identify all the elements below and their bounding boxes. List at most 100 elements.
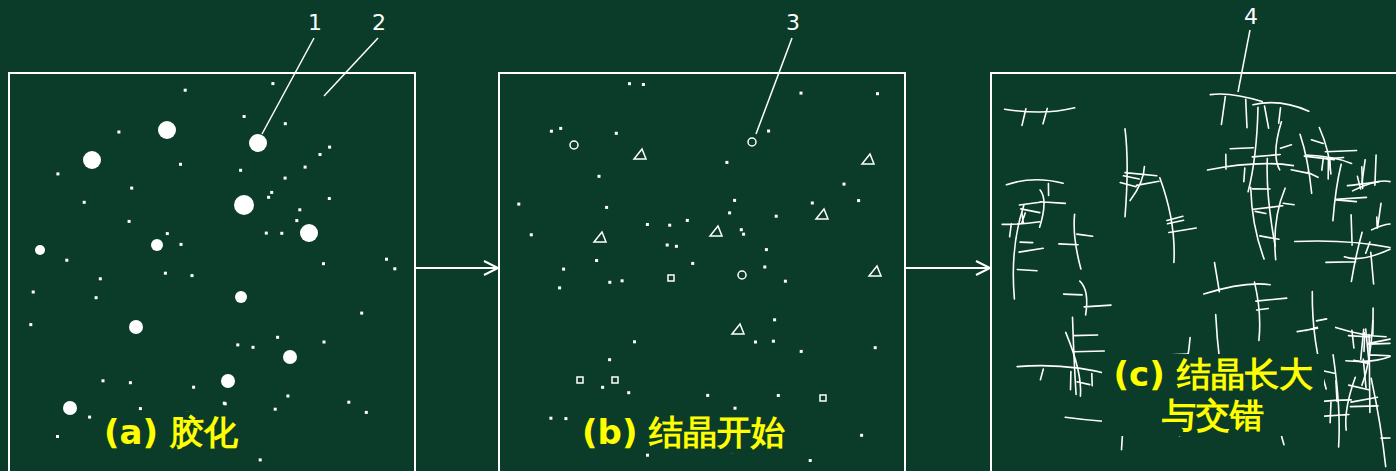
- particle-dot: [784, 280, 787, 283]
- crystal: [1291, 134, 1334, 193]
- particle-dot: [393, 267, 396, 270]
- particle-dot: [128, 220, 131, 223]
- particle-dot: [129, 381, 132, 384]
- particle-dot: [284, 177, 287, 180]
- gel-particle: [249, 134, 267, 152]
- particle-dot: [191, 274, 194, 277]
- crystal: [1349, 321, 1391, 386]
- particle-dot: [347, 401, 350, 404]
- particle-dot: [800, 350, 803, 353]
- particle-dot: [621, 279, 624, 282]
- particle-dot: [56, 172, 59, 175]
- crystal: [1252, 122, 1291, 170]
- particle-dot: [117, 131, 120, 134]
- crystal: [1208, 154, 1294, 182]
- particle-dot: [598, 175, 601, 178]
- crystal: [1064, 281, 1111, 315]
- particle-dot: [319, 153, 322, 156]
- crystal: [1353, 155, 1390, 191]
- callout-number: 2: [372, 12, 386, 34]
- particle-dot: [298, 208, 301, 211]
- gel-particle: [235, 291, 247, 303]
- particle-dot: [280, 232, 283, 235]
- particle-dot: [164, 272, 167, 275]
- crystal: [1230, 107, 1258, 192]
- crystal: [1066, 332, 1090, 396]
- particle-dot: [286, 395, 289, 398]
- particle-dot: [646, 454, 649, 457]
- particle-dot: [773, 318, 776, 321]
- particle-dot: [550, 130, 553, 133]
- particle-dot: [328, 146, 331, 149]
- grown-crystals: [1002, 94, 1390, 467]
- crystal: [1372, 203, 1390, 230]
- particle-dot: [365, 411, 368, 414]
- callout-number: 1: [308, 12, 322, 34]
- particle-dot: [270, 191, 273, 194]
- stage-panel: (c) 结晶长大 与交错: [990, 72, 1396, 471]
- nucleus: [732, 324, 744, 334]
- particle-dot: [725, 161, 728, 164]
- nucleus: [738, 271, 746, 279]
- gel-particle: [234, 195, 254, 215]
- particle-dot: [322, 262, 325, 265]
- particle-dot: [608, 358, 611, 361]
- particle-dot: [595, 259, 598, 262]
- particle-dot: [243, 115, 246, 118]
- particle-dot: [627, 391, 630, 394]
- crystal: [1002, 212, 1040, 236]
- particle-dot: [800, 92, 803, 95]
- particle-dot: [139, 407, 142, 410]
- nucleus: [594, 232, 606, 242]
- gel-particle: [283, 350, 297, 364]
- particle-dot: [742, 233, 745, 236]
- particle-dot: [56, 435, 59, 438]
- particle-dot: [608, 281, 611, 284]
- crystal: [1005, 108, 1075, 126]
- particle-dot: [562, 268, 565, 271]
- stage-label: (a) 胶化: [100, 412, 242, 453]
- particle-dot: [265, 232, 268, 235]
- particle-dot: [843, 183, 846, 186]
- particle-dot: [765, 248, 768, 251]
- nucleus: [634, 149, 646, 159]
- arrow-head: [484, 261, 498, 275]
- crystal: [1311, 128, 1356, 175]
- crystal: [1125, 129, 1157, 217]
- particle-dot: [517, 203, 520, 206]
- crystal: [1204, 263, 1270, 295]
- nucleus: [869, 266, 881, 276]
- gel-particle: [83, 151, 101, 169]
- nucleus: [816, 209, 828, 219]
- particle-dot: [360, 312, 363, 315]
- particle-dot: [860, 434, 863, 437]
- particle-dot: [99, 277, 102, 280]
- particle-dot: [754, 341, 757, 344]
- crystal: [1160, 178, 1196, 263]
- crystal-nuclei: [570, 138, 881, 401]
- flow-arrow: [416, 261, 498, 275]
- particle-dot: [184, 89, 187, 92]
- gel-particle: [63, 401, 77, 415]
- crystal: [1253, 188, 1294, 260]
- nucleus: [710, 226, 722, 236]
- particle-dot: [530, 233, 533, 236]
- particle-dot: [224, 402, 227, 405]
- particle-dot: [239, 169, 242, 172]
- crystal: [1017, 366, 1115, 390]
- crystal: [1325, 377, 1378, 430]
- particle-dot: [628, 82, 631, 85]
- crystal: [1210, 94, 1262, 128]
- nucleus: [820, 395, 826, 401]
- particle-dot: [740, 228, 743, 231]
- particle-dot: [549, 417, 552, 420]
- particle-dot: [223, 402, 226, 405]
- nucleus: [862, 154, 874, 164]
- crystal: [1255, 282, 1287, 340]
- particle-dot: [666, 244, 669, 247]
- nucleus: [748, 138, 756, 146]
- particle-dot: [271, 82, 274, 85]
- particle-dot: [601, 386, 604, 389]
- particle-dot: [811, 202, 814, 205]
- arrow-line: [416, 267, 498, 269]
